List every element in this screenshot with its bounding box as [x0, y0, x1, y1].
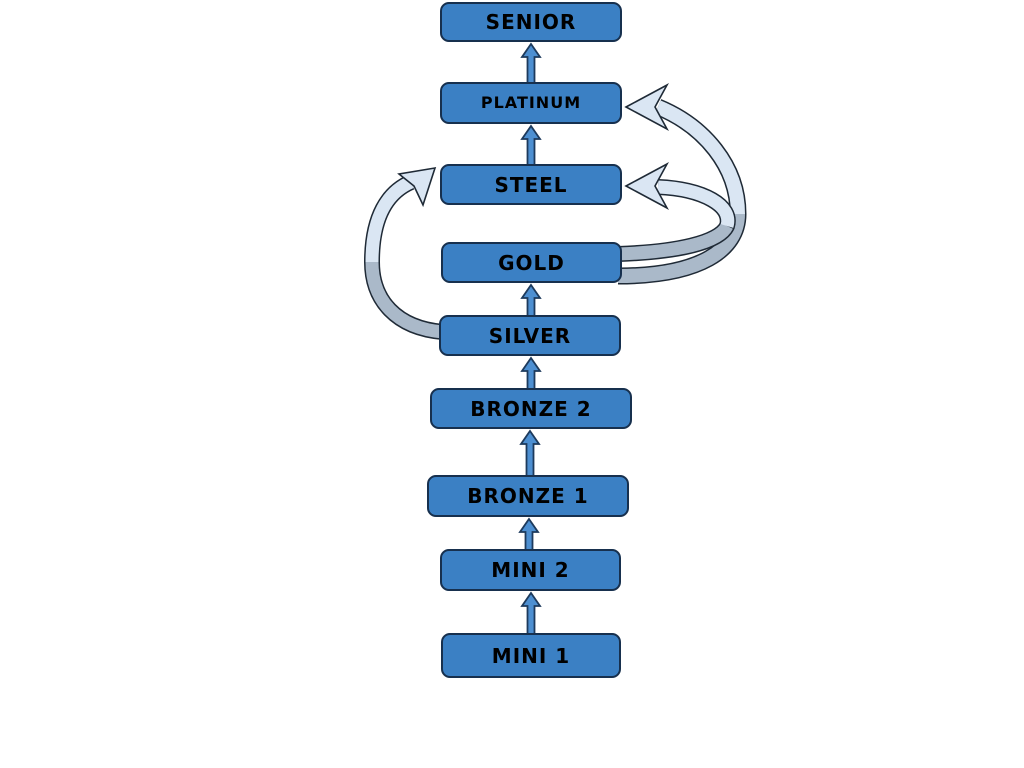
- level-label: PLATINUM: [480, 93, 582, 112]
- arrowhead-icon: [397, 166, 437, 208]
- ribbon-top: [365, 176, 414, 263]
- level-label: SILVER: [488, 323, 572, 348]
- level-box-bronze2: BRONZE 2: [430, 388, 632, 429]
- arrowhead-icon: [624, 83, 669, 131]
- up-arrow-bronze1-to-bronze2: [519, 429, 541, 477]
- ribbon-underside: [617, 213, 745, 283]
- up-arrow-silver-to-gold: [520, 283, 542, 317]
- curved-arrow-gold-to-platinum: [617, 83, 747, 285]
- level-label: MINI 1: [491, 643, 571, 668]
- up-arrow-bronze2-to-silver: [520, 356, 542, 390]
- curved-arrow-silver-to-steel: [363, 166, 444, 340]
- arrowhead-icon: [624, 162, 669, 210]
- level-box-mini1: MINI 1: [441, 633, 621, 678]
- level-label: MINI 2: [491, 558, 570, 582]
- ribbon-underside: [365, 261, 444, 339]
- curved-arrow-gold-to-steel: [617, 162, 736, 262]
- level-label: GOLD: [498, 250, 565, 275]
- up-arrow-steel-to-platinum: [520, 124, 542, 166]
- level-label: STEEL: [494, 172, 568, 197]
- up-arrow-mini1-to-mini2: [520, 591, 542, 635]
- level-label: BRONZE 1: [467, 484, 589, 508]
- level-box-gold: GOLD: [441, 242, 622, 283]
- ribbon-top: [657, 180, 735, 228]
- level-label: BRONZE 2: [470, 396, 592, 421]
- level-box-platinum: PLATINUM: [440, 82, 622, 124]
- ribbon-top: [655, 100, 745, 215]
- level-box-silver: SILVER: [439, 315, 621, 356]
- level-box-senior: SENIOR: [440, 2, 622, 42]
- up-arrow-mini2-to-bronze1: [518, 517, 540, 551]
- level-label: SENIOR: [485, 10, 577, 34]
- ribbon-underside: [617, 222, 733, 261]
- level-box-mini2: MINI 2: [440, 549, 621, 591]
- level-box-bronze1: BRONZE 1: [427, 475, 629, 517]
- up-arrow-platinum-to-senior: [520, 42, 542, 84]
- level-box-steel: STEEL: [440, 164, 622, 205]
